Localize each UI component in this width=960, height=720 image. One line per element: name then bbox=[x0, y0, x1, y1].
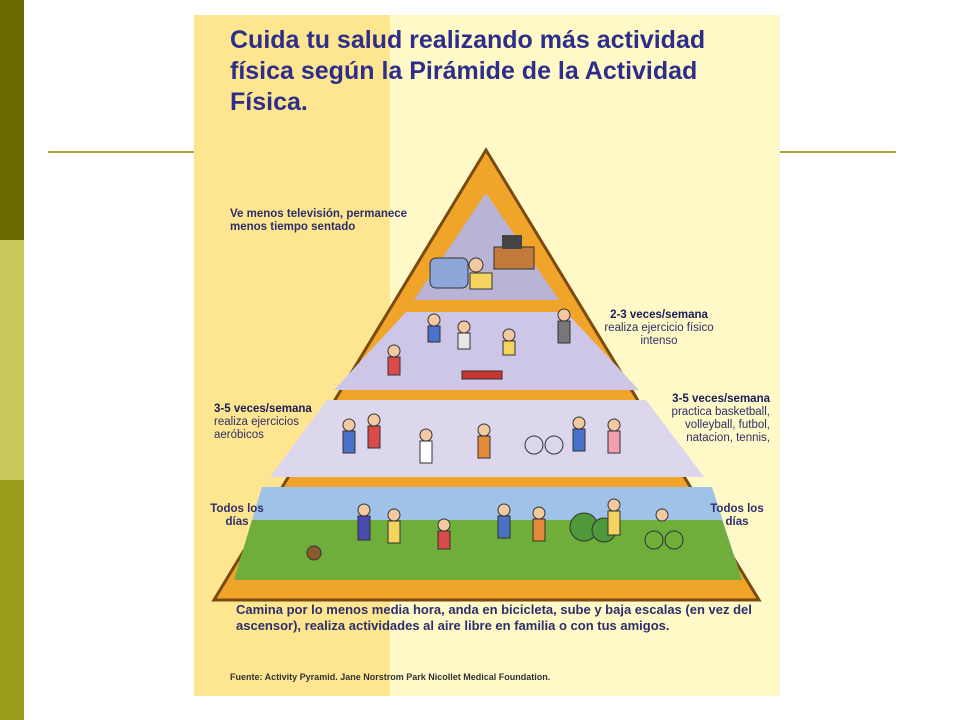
label-every-day-left: Todos los días bbox=[210, 503, 264, 528]
label-3-5-sports-body: practica basketball, volleyball, futbol,… bbox=[671, 406, 770, 444]
label-watch-less-tv: Ve menos televisión, permanece menos tie… bbox=[230, 208, 408, 233]
poster-title-part2: Pirámide de la Actividad Física bbox=[230, 57, 698, 116]
label-3-5-aerobic-heading: 3-5 veces/semana bbox=[214, 403, 312, 415]
source-citation: Fuente: Activity Pyramid. Jane Norstrom … bbox=[230, 672, 551, 682]
title-rule-left bbox=[48, 151, 194, 153]
activity-pyramid-poster: Cuida tu salud realizando más actividad … bbox=[194, 15, 780, 696]
slide-accent-bar-middle bbox=[0, 240, 24, 480]
tier3-aerobic-figures bbox=[342, 413, 621, 464]
tier1-tv-scene bbox=[429, 235, 535, 290]
poster-title-end: . bbox=[300, 88, 308, 116]
label-every-day-right: Todos los días bbox=[710, 503, 764, 528]
tier2-exercise-figures bbox=[387, 308, 571, 380]
tier4-outdoor-figures bbox=[306, 498, 684, 561]
daily-activity-advice: Camina por lo menos media hora, anda en … bbox=[236, 602, 752, 633]
poster-title-part1: Cuida tu salud realizando más actividad … bbox=[230, 26, 706, 85]
slide-accent-bar-bottom bbox=[0, 480, 24, 720]
label-3-5-aerobic: 3-5 veces/semana realiza ejercicios aeró… bbox=[214, 403, 314, 442]
label-2-3-times-body: realiza ejercicio físico intenso bbox=[604, 322, 714, 347]
slide-accent-bar-top bbox=[0, 0, 24, 240]
label-3-5-aerobic-body: realiza ejercicios aeróbicos bbox=[214, 416, 300, 441]
poster-title: Cuida tu salud realizando más actividad … bbox=[230, 25, 770, 118]
title-rule-right bbox=[780, 151, 896, 153]
label-2-3-times-week: 2-3 veces/semana realiza ejercicio físic… bbox=[599, 309, 719, 348]
label-2-3-times-heading: 2-3 veces/semana bbox=[610, 309, 708, 321]
label-3-5-sports: 3-5 veces/semana practica basketball, vo… bbox=[652, 393, 770, 445]
label-3-5-sports-heading: 3-5 veces/semana bbox=[672, 393, 770, 405]
pyramid-illustration bbox=[211, 147, 762, 602]
